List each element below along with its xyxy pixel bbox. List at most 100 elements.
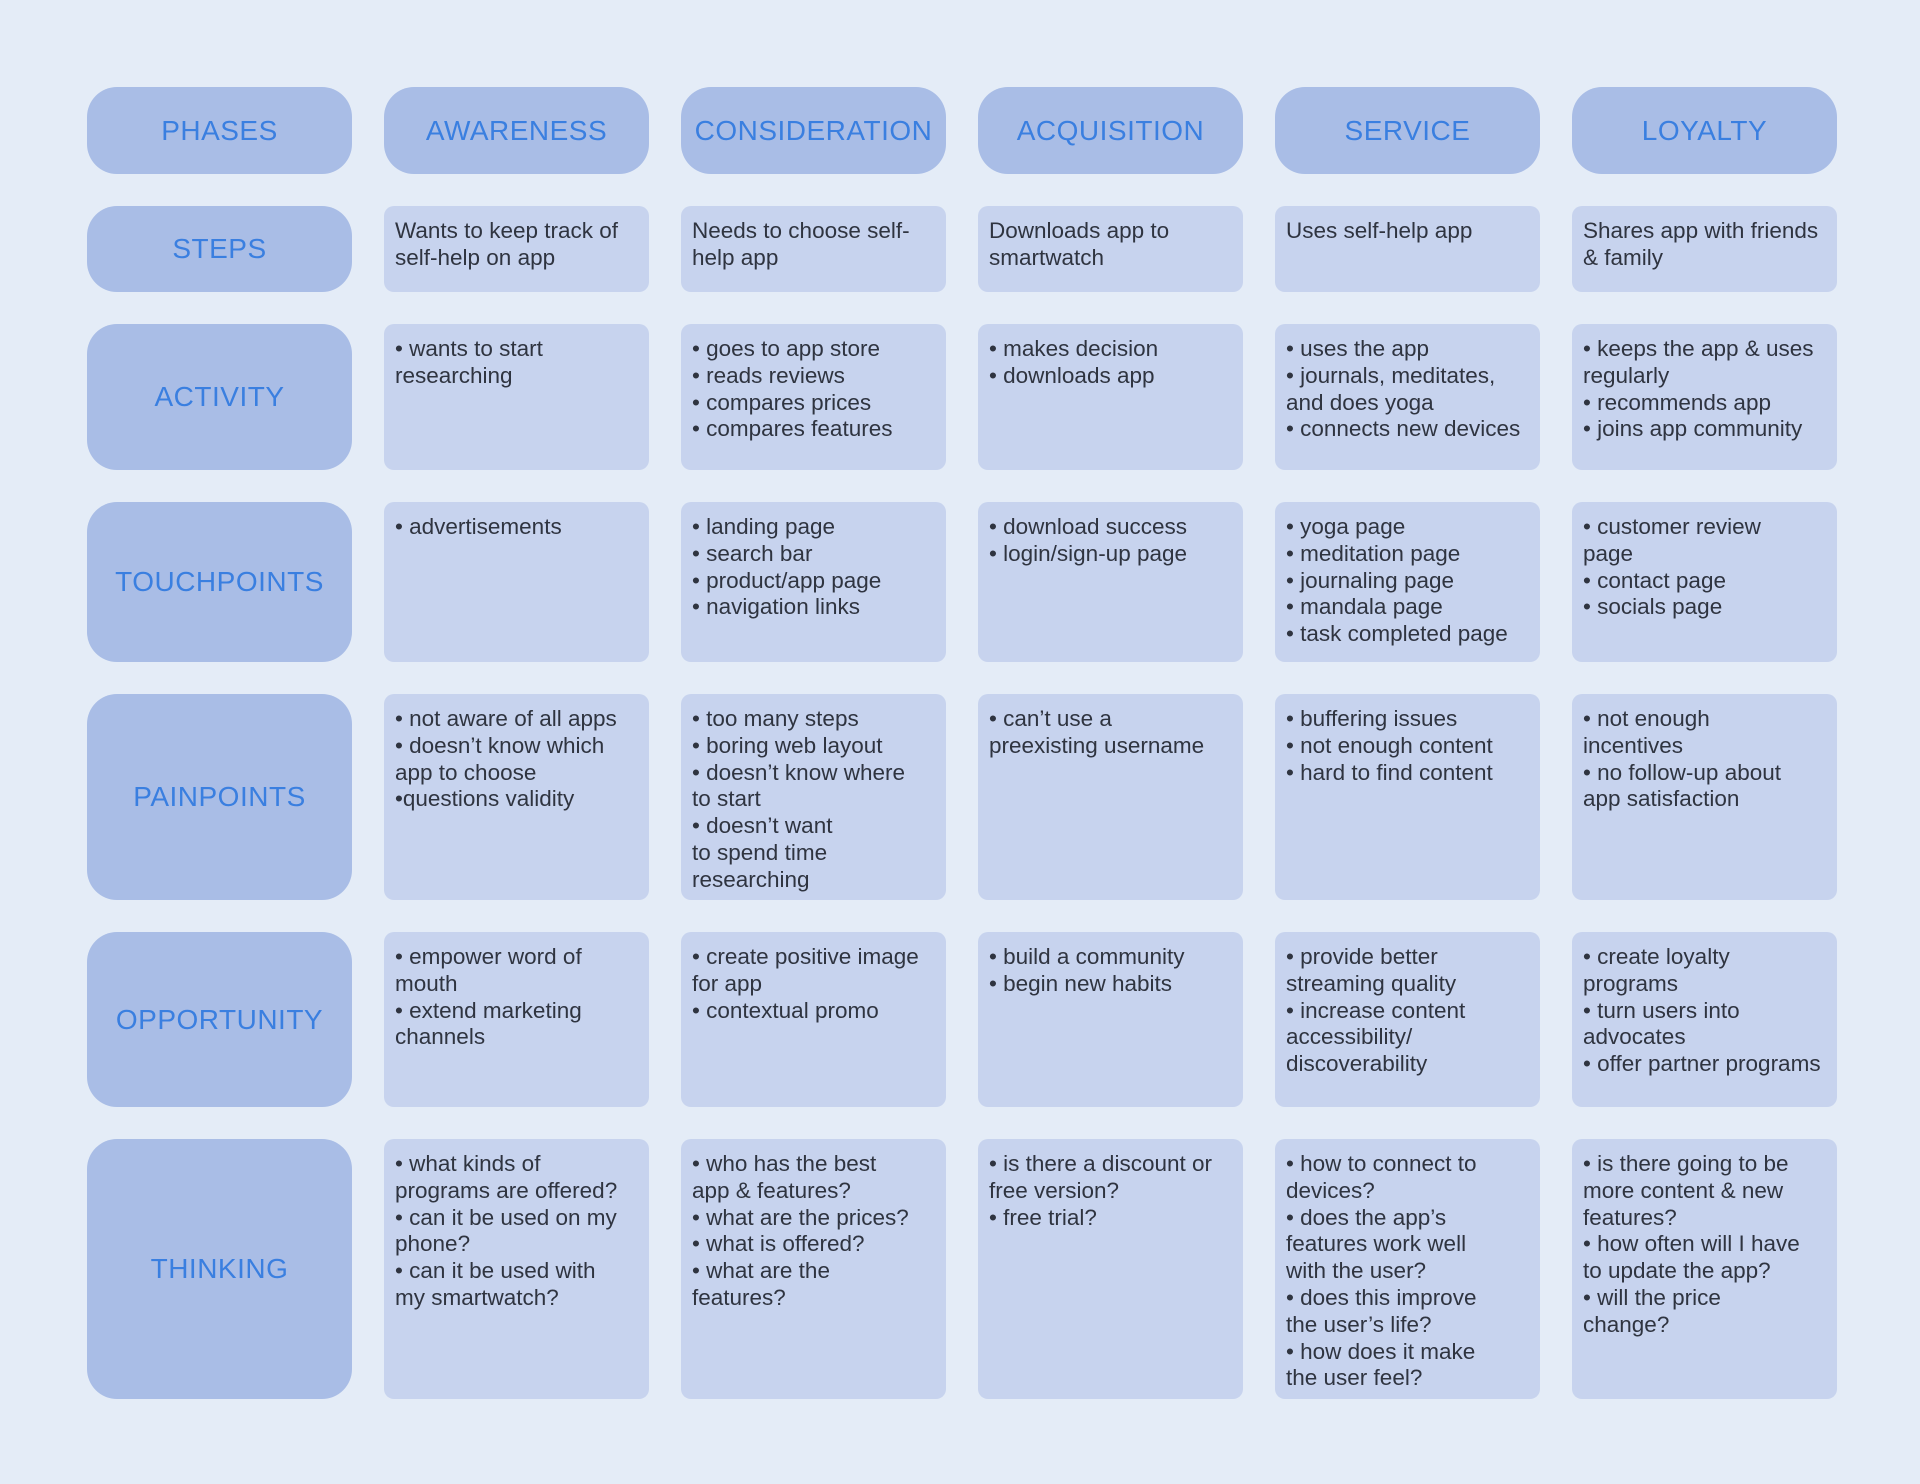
cell-touchpoints-consideration: • landing page• search bar• product/app … (681, 502, 946, 662)
cell-text-line: • free trial? (989, 1204, 1097, 1230)
cell-text-line: • boring web layout (692, 732, 883, 758)
cell-text-line: accessibility/ (1286, 1024, 1413, 1050)
cell-text-line: devices? (1286, 1177, 1375, 1203)
cell-text-line: • is there going to be (1583, 1151, 1789, 1176)
cell-text-line: • not enough (1583, 706, 1710, 731)
cell-text-line: Downloads app to (989, 218, 1170, 243)
cell-text-line: • task completed page (1286, 621, 1508, 647)
cell-text-line: incentives (1583, 732, 1684, 758)
cell-text-line: • uses the app (1286, 336, 1429, 361)
row-label-activity: ACTIVITY (87, 324, 352, 470)
cell-touchpoints-service: • yoga page• meditation page• journaling… (1275, 502, 1540, 662)
phase-header-service: SERVICE (1275, 87, 1540, 174)
cell-text-line: • advertisements (395, 514, 562, 539)
cell-text-line: my smartwatch? (395, 1284, 559, 1310)
cell-text-line: • contextual promo (692, 997, 879, 1023)
cell-text-line: researching (395, 362, 513, 388)
cell-text-line: • is there a discount or (989, 1151, 1212, 1176)
cell-text-line: • empower word of (395, 944, 582, 969)
cell-text-line: • increase content (1286, 997, 1466, 1023)
cell-text-line: Uses self-help app (1286, 218, 1473, 243)
cell-text-line: • provide better (1286, 944, 1438, 969)
cell-text-line: • product/app page (692, 567, 882, 593)
cell-text-line: • begin new habits (989, 970, 1172, 996)
phase-header-loyalty: LOYALTY (1572, 87, 1837, 174)
cell-text-line: help app (692, 244, 779, 270)
cell-text-line: • turn users into (1583, 997, 1740, 1023)
cell-text-line: with the user? (1286, 1258, 1427, 1284)
phase-header-acquisition: ACQUISITION (978, 87, 1243, 174)
cell-text-line: • login/sign-up page (989, 540, 1188, 566)
cell-text-line: • reads reviews (692, 362, 845, 388)
cell-text-line: • landing page (692, 514, 835, 539)
cell-touchpoints-acquisition: • download success• login/sign-up page (978, 502, 1243, 662)
cell-text-line: app to choose (395, 759, 537, 785)
cell-text-line: the user’s life? (1286, 1311, 1432, 1337)
cell-text-line: researching (692, 866, 810, 892)
row-label-steps: STEPS (87, 206, 352, 292)
cell-text-line: • search bar (692, 540, 813, 566)
cell-text-line: •questions validity (395, 786, 575, 812)
cell-text-line: regularly (1583, 362, 1670, 388)
cell-text-line: more content & new (1583, 1177, 1784, 1203)
cell-text-line: to spend time (692, 839, 828, 865)
cell-text-line: features? (1583, 1204, 1677, 1230)
cell-text-line: • mandala page (1286, 594, 1443, 620)
row-label-opportunity: OPPORTUNITY (87, 932, 352, 1107)
cell-text-line: • hard to find content (1286, 759, 1493, 785)
phase-header-consideration: CONSIDERATION (681, 87, 946, 174)
cell-text-line: • what are the prices? (692, 1204, 909, 1230)
cell-text-line: Wants to keep track of (395, 218, 619, 243)
cell-text-line: programs (1583, 970, 1679, 996)
cell-text-line: channels (395, 1024, 486, 1050)
cell-text-line: • build a community (989, 944, 1185, 969)
cell-text-line: the user feel? (1286, 1365, 1423, 1391)
cell-activity-service: • uses the app• journals, meditates,and … (1275, 324, 1540, 470)
cell-text-line: • what kinds of (395, 1151, 541, 1176)
cell-text-line: • compares features (692, 416, 893, 442)
cell-painpoints-service: • buffering issues• not enough content• … (1275, 694, 1540, 900)
cell-text-line: advocates (1583, 1024, 1686, 1050)
cell-text-line: phone? (395, 1231, 471, 1257)
cell-text-line: • contact page (1583, 567, 1726, 593)
cell-text-line: • wants to start (395, 336, 543, 361)
cell-text-line: • yoga page (1286, 514, 1406, 539)
cell-text-line: • keeps the app & uses (1583, 336, 1814, 361)
cell-text-line: • compares prices (692, 389, 872, 415)
cell-text-line: • not aware of all apps (395, 706, 617, 731)
phase-header-awareness: AWARENESS (384, 87, 649, 174)
cell-text-line: • does the app’s (1286, 1204, 1447, 1230)
cell-text-line: • customer review (1583, 514, 1761, 539)
cell-text-line: • offer partner programs (1583, 1051, 1821, 1077)
cell-text-line: • what is offered? (692, 1231, 865, 1257)
cell-text-line: • how often will I have (1583, 1231, 1800, 1257)
cell-text-line: Shares app with friends (1583, 218, 1819, 243)
cell-text-line: • what are the (692, 1258, 830, 1284)
cell-text-line: • how to connect to (1286, 1151, 1477, 1176)
cell-text-line: • too many steps (692, 706, 859, 731)
row-label-touchpoints: TOUCHPOINTS (87, 502, 352, 662)
cell-text-line: • no follow-up about (1583, 759, 1782, 785)
cell-painpoints-awareness: • not aware of all apps• doesn’t know wh… (384, 694, 649, 900)
cell-painpoints-consideration: • too many steps• boring web layout • doe… (681, 694, 946, 900)
cell-text-line: programs are offered? (395, 1177, 618, 1203)
cell-text-line: • meditation page (1286, 540, 1461, 566)
cell-text-line: • doesn’t want (692, 813, 833, 839)
cell-text-line: • extend marketing (395, 997, 582, 1023)
cell-text-line: • makes decision (989, 336, 1159, 361)
cell-text-line: • who has the best (692, 1151, 877, 1176)
cell-text-line: & family (1583, 244, 1664, 270)
row-label-thinking: THINKING (87, 1139, 352, 1399)
